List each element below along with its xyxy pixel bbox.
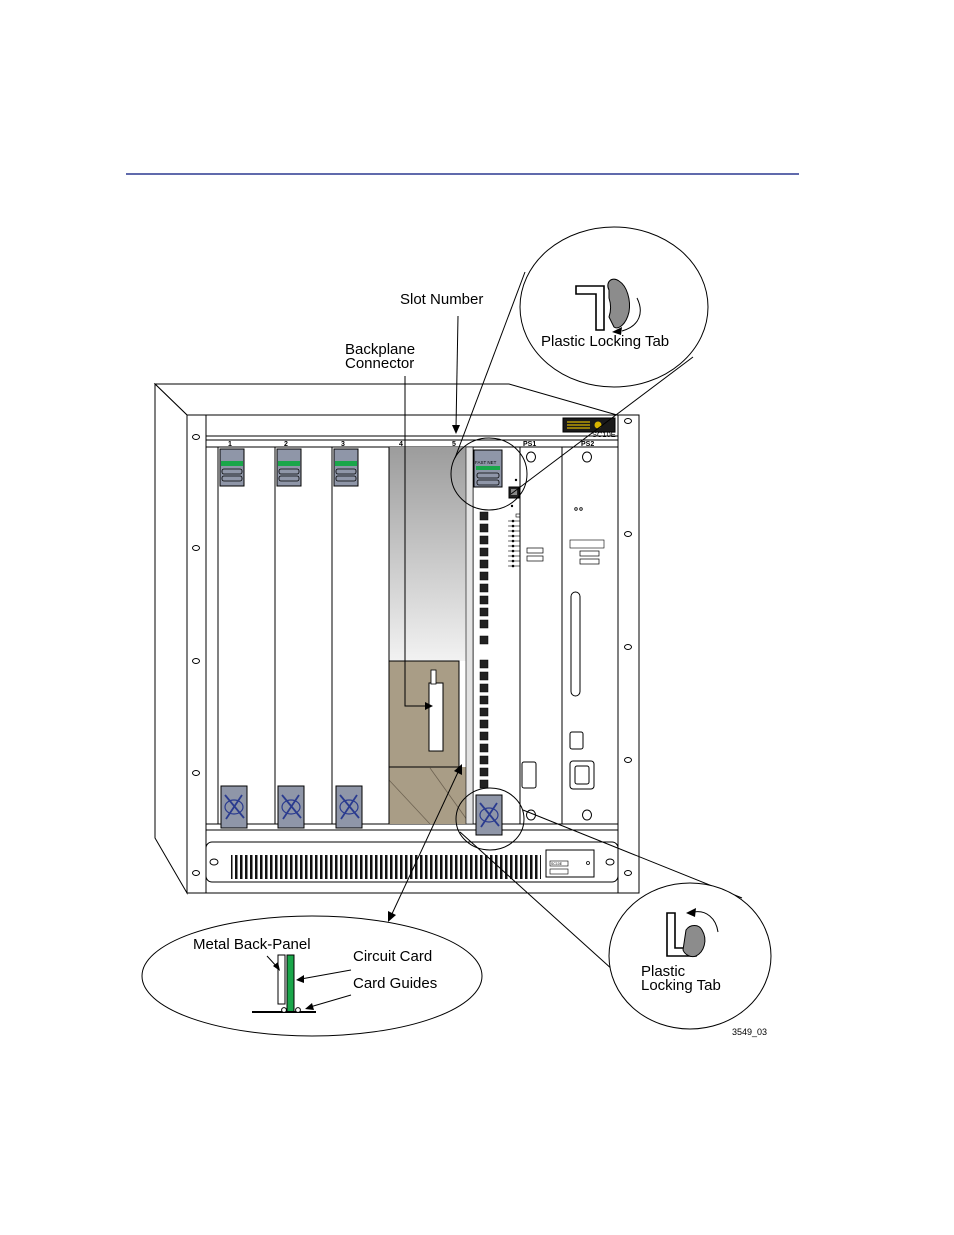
top-latch — [276, 448, 302, 487]
callout-circle-bottom-tab — [455, 787, 525, 851]
slot-labels: 1 2 3 4 5 PS1 PS2 — [228, 441, 594, 448]
port-column — [479, 511, 489, 789]
card-slot-1 — [217, 446, 276, 829]
slot-label-4: 4 — [399, 441, 403, 448]
slot-label-3: 3 — [341, 441, 345, 448]
power-supply-ps2 — [561, 446, 619, 825]
top-latch — [219, 448, 245, 487]
hand-icon — [607, 278, 630, 329]
card-guide-leader — [390, 769, 460, 917]
led-indicator-column — [508, 519, 520, 568]
label-backplane: Backplane — [345, 341, 415, 358]
label-circuit-card: Circuit Card — [353, 948, 432, 965]
label-metal-back-panel: Metal Back-Panel — [193, 936, 311, 953]
module-slot-5: FAST NET — [465, 446, 528, 836]
ps1-label: PS1 — [523, 441, 536, 448]
rotation-arrow — [693, 911, 719, 933]
top-latch — [333, 448, 359, 487]
logo-icon — [339, 794, 360, 820]
slot-label-1: 1 — [228, 441, 232, 448]
leader-line — [454, 271, 526, 459]
model-label: SC10E — [592, 430, 616, 439]
slot-number-leader — [455, 315, 459, 429]
magnified-top-tab: Plastic Locking Tab — [519, 226, 709, 388]
rotation-arrow — [621, 297, 641, 332]
circuit-card — [286, 954, 295, 1013]
metal-back-panel — [277, 954, 286, 1005]
fan-tray-badge: SC10E — [551, 862, 563, 866]
slot-label-2: 2 — [284, 441, 288, 448]
logo-icon — [479, 802, 500, 828]
module-tag: FAST NET — [475, 460, 497, 465]
callout-circle-top-tab — [450, 437, 528, 511]
arrowhead — [452, 425, 460, 434]
leader-line — [522, 809, 743, 899]
label-slot-number: Slot Number — [400, 291, 483, 308]
fan-tray: SC10E — [205, 841, 619, 883]
label-plastic: Plastic — [641, 963, 686, 980]
power-supply-ps1 — [519, 446, 563, 825]
leader-line — [510, 356, 694, 495]
card-slot-2 — [274, 446, 333, 829]
card-guide-detail: Metal Back-Panel Circuit Card Card Guide… — [141, 915, 483, 1037]
slot-label-5: 5 — [452, 441, 456, 448]
figure-id: 3549_03 — [732, 1027, 767, 1037]
logo-icon — [224, 794, 245, 820]
card-slot-3 — [331, 446, 390, 829]
ps2-label: PS2 — [581, 441, 594, 448]
label-plastic-locking-tab-top: Plastic Locking Tab — [541, 333, 669, 350]
backplane-leader — [404, 376, 428, 707]
logo-icon — [281, 794, 302, 820]
label-connector: Connector — [345, 355, 414, 372]
magnified-bottom-tab: Plastic Locking Tab — [608, 882, 772, 1030]
backplane-connector — [428, 682, 444, 752]
hand-icon — [682, 925, 706, 958]
empty-slot-4 — [388, 447, 473, 825]
arrowhead — [425, 702, 433, 710]
label-locking-tab: Locking Tab — [641, 977, 721, 994]
arrowhead — [388, 911, 396, 922]
arrowhead — [454, 764, 462, 775]
mounting-holes — [192, 418, 632, 876]
locking-tab-bracket — [575, 285, 605, 331]
label-card-guides: Card Guides — [353, 975, 437, 992]
backplane-panel — [388, 660, 460, 768]
vent-grille — [231, 855, 541, 879]
